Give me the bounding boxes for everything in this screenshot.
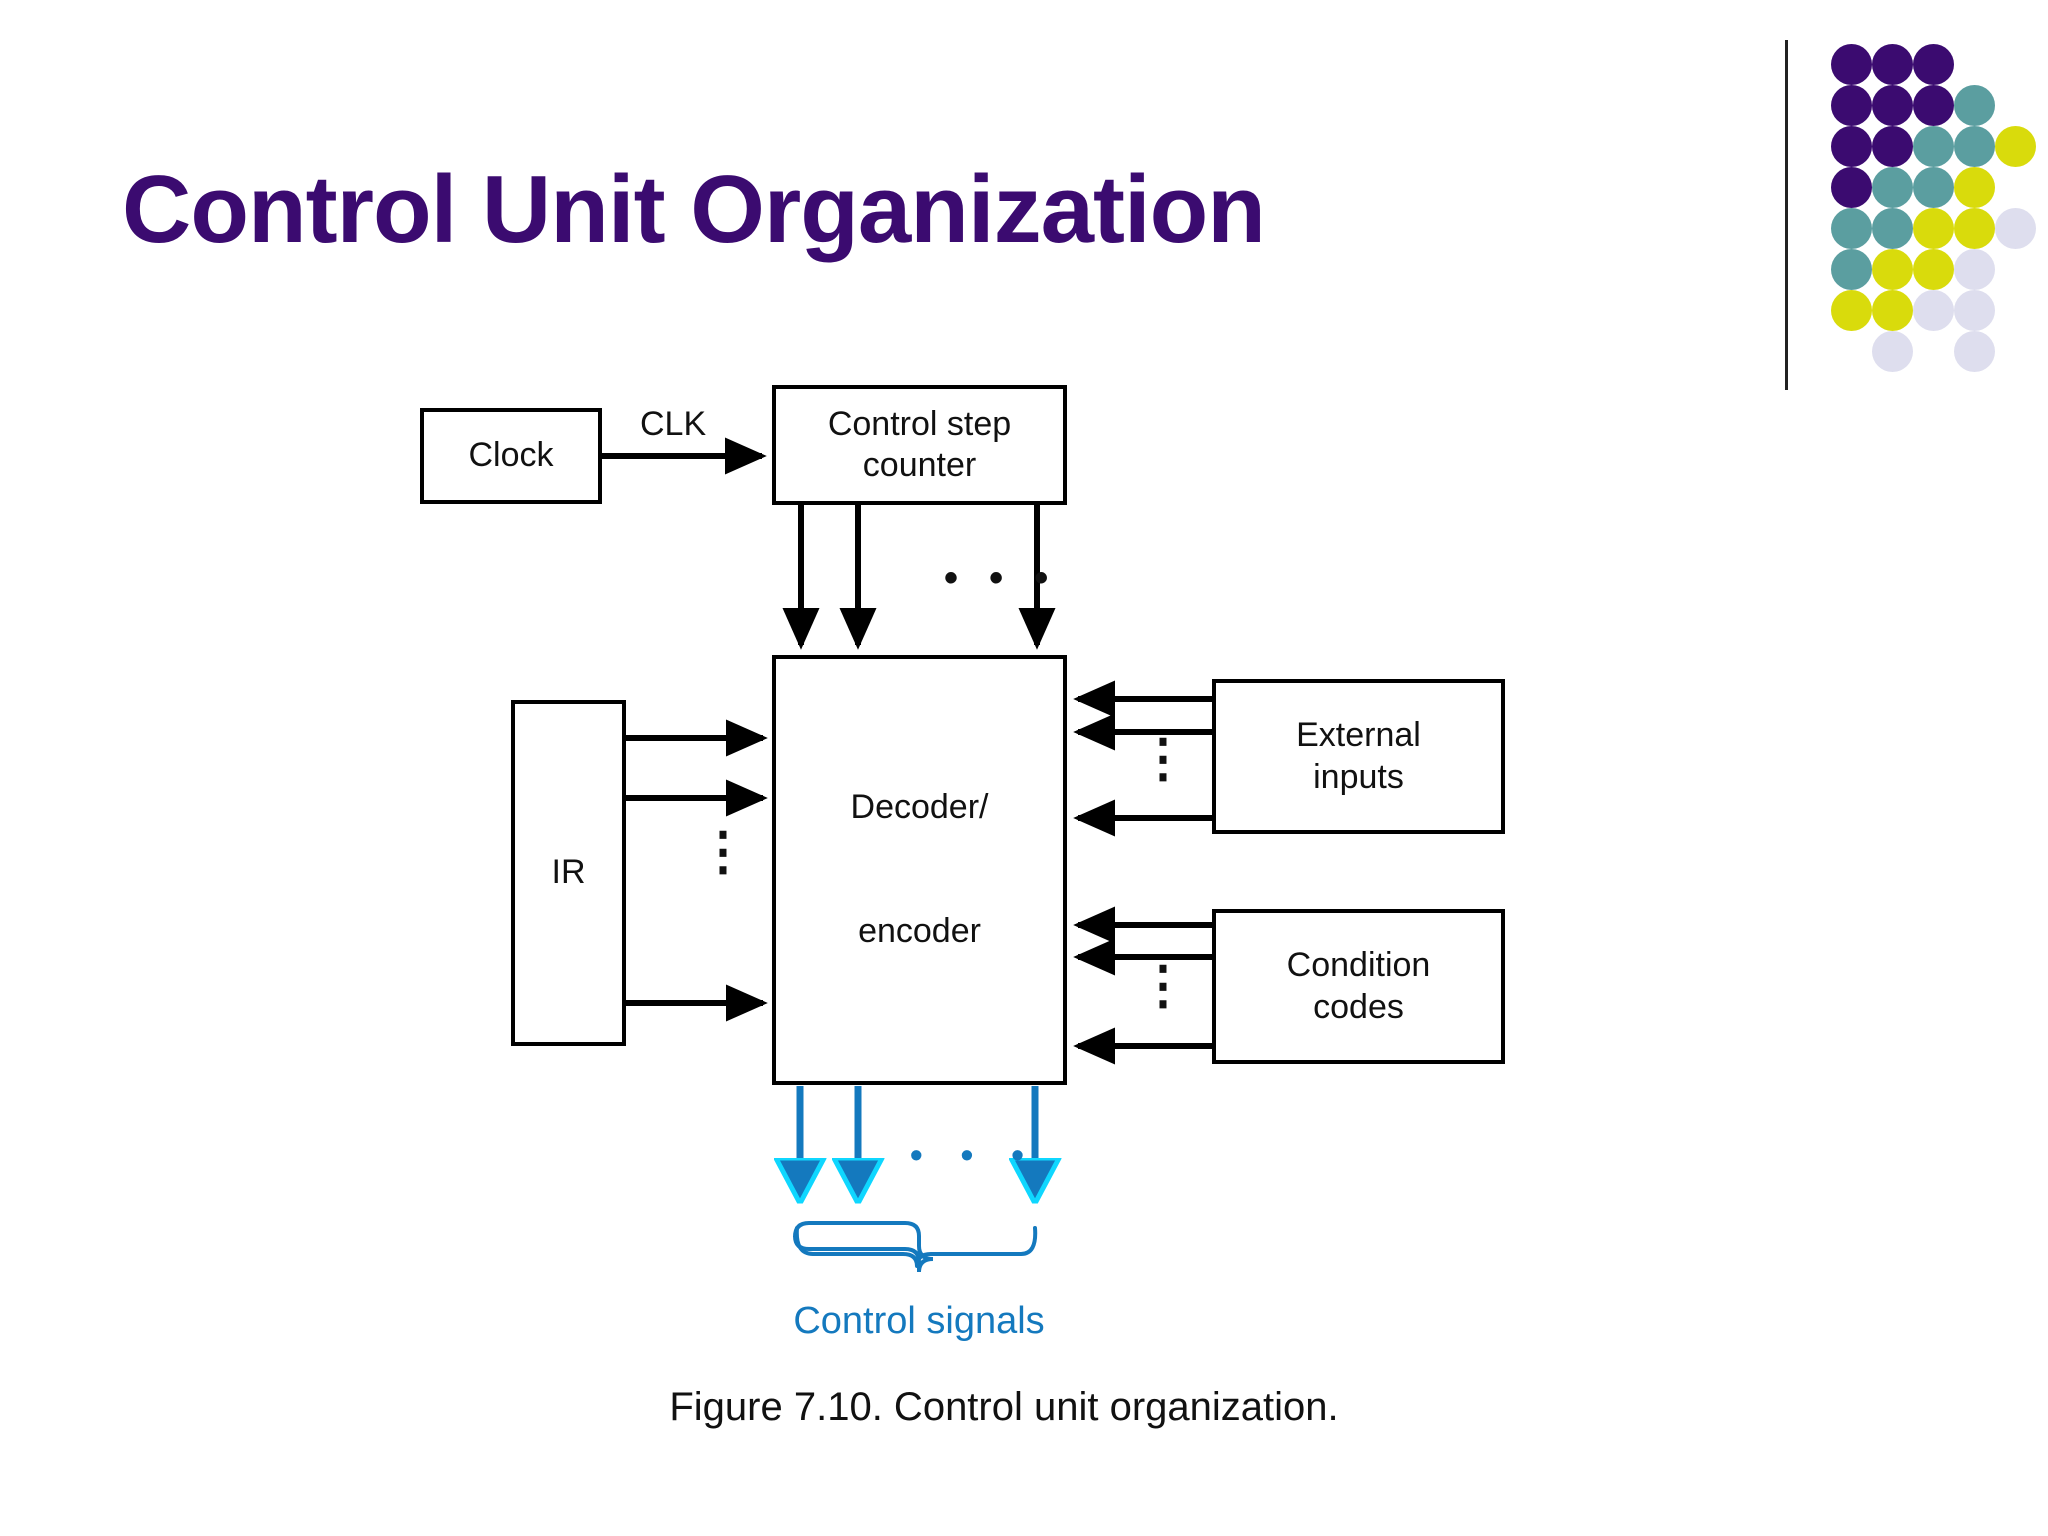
logo-dot-lavender: [1954, 290, 1995, 331]
connector-condition-to-decoder: [1073, 906, 1212, 1065]
logo-dot-purple: [1872, 85, 1913, 126]
external-inputs-ellipsis: ⋮: [1137, 733, 1189, 785]
logo-dot-yellow: [1872, 290, 1913, 331]
logo-dot-purple: [1913, 85, 1954, 126]
block-decoder-encoder-label: Decoder/encoder: [850, 788, 989, 951]
block-ir-label: IR: [551, 853, 586, 892]
logo-dot-teal: [1872, 167, 1913, 208]
logo-dot-yellow: [1913, 249, 1954, 290]
counter-outputs-ellipsis: • • •: [944, 556, 1059, 600]
logo-dot-purple: [1831, 44, 1872, 85]
block-decoder-encoder: Decoder/encoder: [772, 655, 1067, 1085]
clk-label: CLK: [640, 405, 707, 443]
logo-dot-yellow: [1872, 249, 1913, 290]
logo-dot-teal: [1913, 167, 1954, 208]
logo-dot-teal: [1831, 208, 1872, 249]
logo-dot-teal: [1954, 126, 1995, 167]
block-clock-label: Clock: [468, 436, 554, 475]
logo-dot-lavender: [1913, 290, 1954, 331]
logo-dot-teal: [1913, 126, 1954, 167]
logo-dot-purple: [1831, 167, 1872, 208]
ir-outputs-ellipsis: ⋮: [697, 826, 749, 878]
logo-dot-yellow: [1954, 167, 1995, 208]
logo-dot-teal: [1954, 85, 1995, 126]
connector-ir-to-decoder: [626, 719, 768, 1022]
logo-dot-yellow: [1913, 208, 1954, 249]
external-ellipsis-glyph: ⋮: [1137, 730, 1189, 788]
control-signals-label: Control signals: [793, 1300, 1045, 1342]
control-signals-brace: [793, 1221, 1038, 1273]
connector-counter-to-decoder: [782, 505, 1056, 650]
connector-external-to-decoder: [1073, 680, 1212, 837]
figure-caption: Figure 7.10. Control unit organization.: [669, 1385, 1339, 1429]
logo-dot-purple: [1913, 44, 1954, 85]
logo-divider-rule: [1785, 40, 1788, 390]
connector-decoder-control-signals: [800, 1086, 1035, 1200]
page-title: Control Unit Organization: [122, 156, 1266, 263]
logo-dot-purple: [1831, 126, 1872, 167]
dot-matrix-logo: [1755, 20, 2036, 390]
control-signals-ellipsis: • • •: [910, 1134, 1038, 1175]
logo-dot-purple: [1831, 85, 1872, 126]
ir-ellipsis-glyph: ⋮: [697, 823, 749, 881]
block-ir: IR: [511, 700, 626, 1046]
logo-dot-yellow: [1995, 126, 2036, 167]
logo-dot-purple: [1872, 126, 1913, 167]
logo-dot-lavender: [1954, 249, 1995, 290]
condition-ellipsis-glyph: ⋮: [1137, 957, 1189, 1015]
logo-dot-lavender: [1995, 208, 2036, 249]
logo-dot-teal: [1831, 249, 1872, 290]
logo-dot-lavender: [1872, 331, 1913, 372]
block-clock: Clock: [420, 408, 602, 504]
condition-codes-ellipsis: ⋮: [1137, 960, 1189, 1012]
logo-dot-yellow: [1831, 290, 1872, 331]
logo-dot-lavender: [1954, 331, 1995, 372]
logo-dot-yellow: [1954, 208, 1995, 249]
logo-dot-teal: [1872, 208, 1913, 249]
logo-dot-purple: [1872, 44, 1913, 85]
